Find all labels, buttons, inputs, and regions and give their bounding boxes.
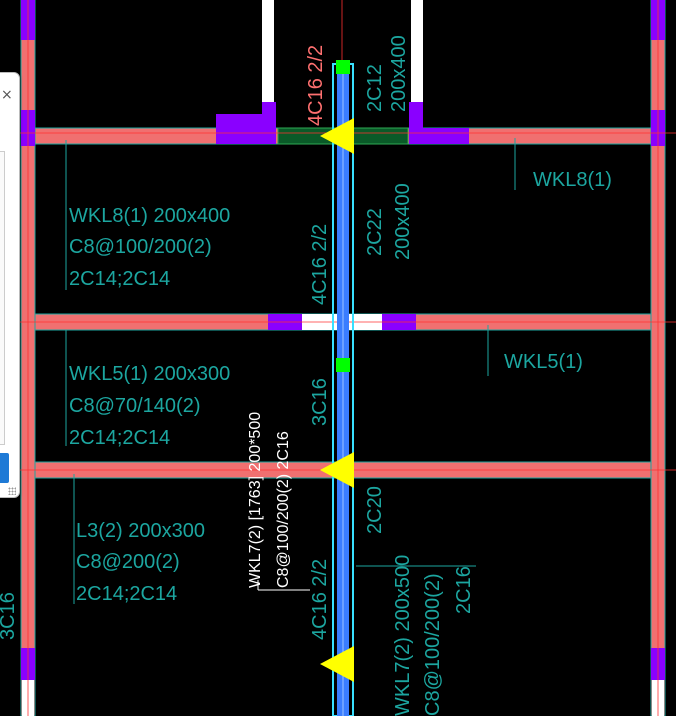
label-wkl8-left-1[interactable]: WKL8(1) 200x400 [69, 205, 230, 227]
panel-action-button[interactable] [0, 453, 9, 483]
label-wkl7-tag-1[interactable]: WKL7(2) 200x500 [392, 555, 414, 716]
label-top-c12[interactable]: 2C12 [364, 64, 386, 112]
label-wkl7-white-1[interactable]: WKL7(2) [1763] 200*500 [247, 412, 264, 588]
label-wkl8-right[interactable]: WKL8(1) [533, 169, 612, 191]
support-arrow[interactable] [320, 646, 354, 682]
support-arrow[interactable] [320, 118, 354, 154]
grip-handle[interactable] [336, 60, 350, 74]
wall-top-left[interactable] [262, 0, 274, 128]
column[interactable] [216, 128, 276, 144]
label-wkl5-left-1[interactable]: WKL5(1) 200x300 [69, 363, 230, 385]
column[interactable] [409, 102, 423, 128]
label-l3-2[interactable]: C8@200(2) [76, 551, 180, 573]
label-l3-1[interactable]: L3(2) 200x300 [76, 520, 205, 542]
support-arrow[interactable] [320, 452, 354, 488]
resize-grip-icon[interactable] [8, 487, 16, 495]
column[interactable] [216, 102, 276, 128]
label-mid-2c22[interactable]: 2C22 [364, 208, 386, 256]
label-low-2c20[interactable]: 2C20 [364, 486, 386, 534]
label-wkl7-white-2[interactable]: C8@100/200(2) 2C16 [275, 431, 292, 588]
label-mid-4c16[interactable]: 4C16 2/2 [309, 224, 331, 305]
label-l3-3[interactable]: 2C14;2C14 [76, 583, 177, 605]
label-wkl8-left-2[interactable]: C8@100/200(2) [69, 236, 212, 258]
label-top-red[interactable]: 4C16 2/2 [305, 45, 327, 126]
label-wkl8-left-3[interactable]: 2C14;2C14 [69, 268, 170, 290]
wall-top-right[interactable] [411, 0, 423, 128]
grip-handle[interactable] [336, 358, 350, 372]
label-mid-size[interactable]: 200x400 [392, 183, 414, 260]
label-top-size[interactable]: 200x400 [388, 35, 410, 112]
side-panel[interactable]: × [0, 72, 20, 498]
label-wkl5-left-3[interactable]: 2C14;2C14 [69, 427, 170, 449]
label-col-3c16[interactable]: 3C16 [309, 378, 331, 426]
close-icon[interactable]: × [1, 87, 13, 103]
column[interactable] [409, 128, 469, 144]
panel-list-area[interactable] [0, 151, 5, 445]
label-wkl5-left-2[interactable]: C8@70/140(2) [69, 395, 200, 417]
label-left-edge[interactable]: 3C16 [0, 592, 19, 640]
label-wkl5-right[interactable]: WKL5(1) [504, 351, 583, 373]
label-wkl7-tag-2[interactable]: C8@100/200(2) [422, 573, 444, 716]
label-low-4c16[interactable]: 4C16 2/2 [309, 559, 331, 640]
label-wkl7-tag-3[interactable]: 2C16 [453, 566, 475, 614]
